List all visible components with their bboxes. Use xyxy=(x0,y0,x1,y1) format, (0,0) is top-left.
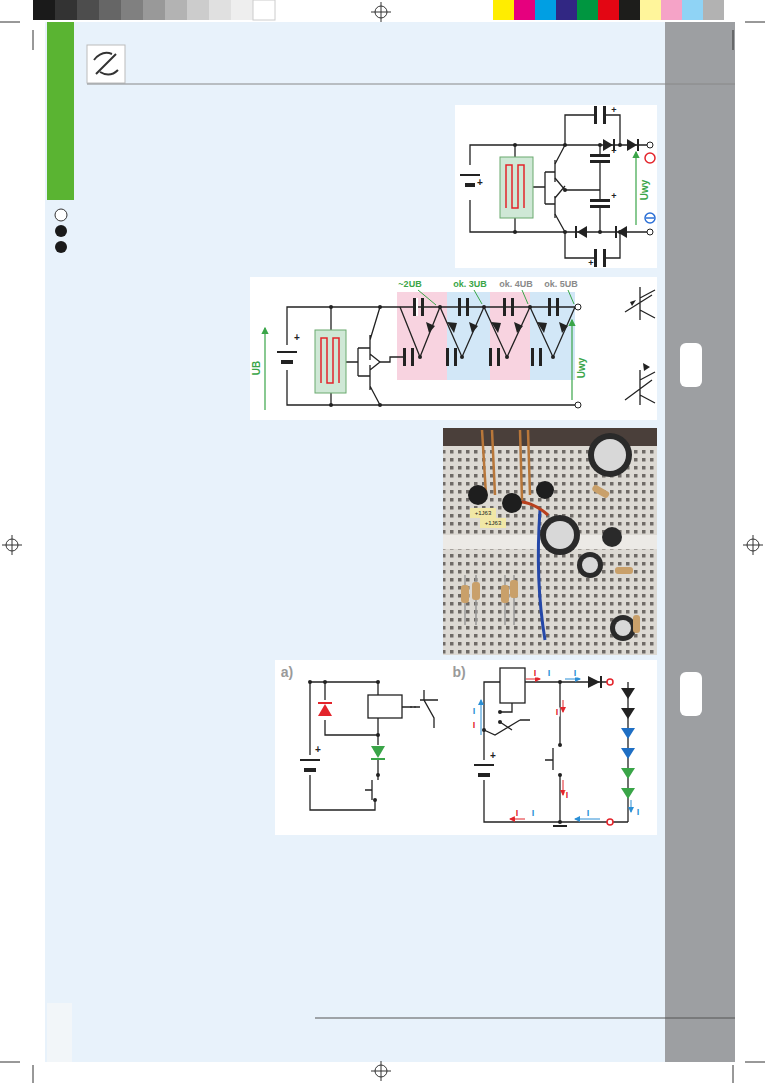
icon-box xyxy=(87,45,125,83)
level-dot xyxy=(55,209,67,221)
voltage-label: ok. 5UB xyxy=(544,280,578,289)
voltage-label: Uwy xyxy=(577,358,587,379)
component-marking: +1J63 xyxy=(475,510,492,516)
side-bar xyxy=(665,22,735,1062)
polarity-mark: + xyxy=(611,192,616,201)
current-label: I xyxy=(531,809,536,818)
breadboard-photo xyxy=(443,428,657,655)
rule-line xyxy=(87,84,735,85)
polarity-mark: + xyxy=(294,333,300,343)
component-marking: +1J63 xyxy=(485,520,502,526)
voltage-label: ok. 3UB xyxy=(453,280,487,289)
current-label: I xyxy=(533,669,538,678)
color-bars xyxy=(33,0,724,20)
voltage-label: ~2UB xyxy=(398,280,421,289)
voltage-label: ok. 4UB xyxy=(499,280,533,289)
side-tab xyxy=(680,672,702,716)
current-label: I xyxy=(547,669,552,678)
polarity-mark: + xyxy=(477,178,483,188)
polarity-mark: + xyxy=(611,106,616,115)
current-label: I xyxy=(565,791,570,800)
polarity-mark: + xyxy=(611,147,616,156)
multiplier-schematic xyxy=(250,277,657,420)
page-ground xyxy=(45,22,665,1062)
current-label: I xyxy=(573,669,578,678)
polarity-mark: + xyxy=(490,751,496,761)
relay-schematics xyxy=(275,660,657,835)
polarity-mark: + xyxy=(315,745,321,755)
current-label: I xyxy=(555,708,560,717)
panel-label: b) xyxy=(452,665,465,679)
polarity-mark: + xyxy=(588,259,593,268)
level-dot xyxy=(55,225,67,237)
current-label: I xyxy=(586,809,591,818)
side-tab xyxy=(680,343,702,387)
voltage-label: Uwy xyxy=(640,180,650,201)
pen-icon xyxy=(94,53,118,75)
current-label: I xyxy=(472,721,477,730)
voltage-label: UB xyxy=(252,361,262,375)
corner-box xyxy=(47,1003,72,1062)
panel-label: a) xyxy=(281,665,293,679)
current-label: I xyxy=(636,808,641,817)
doubler-schematic xyxy=(455,105,657,268)
current-label: I xyxy=(472,707,477,716)
rule-line xyxy=(315,1018,735,1019)
green-sidebar xyxy=(47,22,74,200)
level-dot xyxy=(55,241,67,253)
current-label: I xyxy=(515,809,520,818)
